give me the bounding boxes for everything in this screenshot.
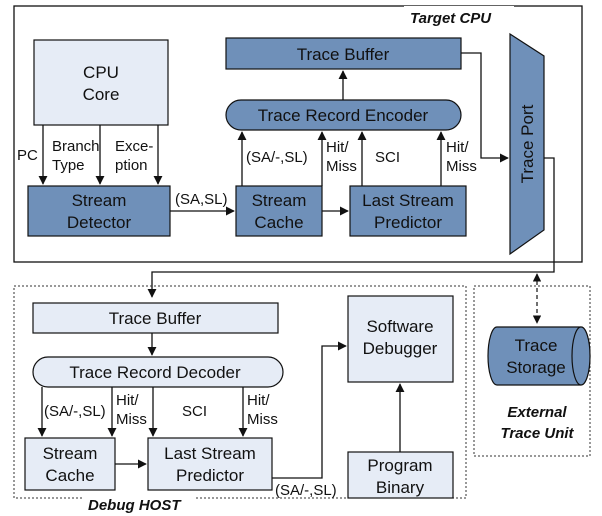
stream-detector-label-2: Detector <box>67 213 132 232</box>
program-binary-label-1: Program <box>367 456 432 475</box>
host-trace-buffer-label: Trace Buffer <box>109 309 202 328</box>
host-last-stream-predictor-label-1: Last Stream <box>164 444 256 463</box>
trace-record-decoder-label: Trace Record Decoder <box>69 363 241 382</box>
signal-sa-sl-enc: (SA/-,SL) <box>246 149 308 166</box>
last-stream-predictor-label-1: Last Stream <box>362 191 454 210</box>
stream-cache-label-1: Stream <box>252 191 307 210</box>
debug-host-title: Debug HOST <box>88 497 182 514</box>
signal-hit-miss-1a: Hit/ <box>326 139 349 156</box>
host-signal-hit-miss-1b: Miss <box>116 411 147 428</box>
debug-host-frame <box>13 285 467 499</box>
trace-storage-label-1: Trace <box>515 336 558 355</box>
host-signal-sci: SCI <box>182 403 207 420</box>
host-signal-hit-miss-1a: Hit/ <box>116 392 139 409</box>
host-signal-sa-sl-out: (SA/-,SL) <box>275 482 337 499</box>
signal-hit-miss-1b: Miss <box>326 158 357 175</box>
trace-storage-label-2: Storage <box>506 358 566 377</box>
program-binary-label-2: Binary <box>376 478 425 497</box>
trace-port-block <box>509 32 545 256</box>
host-trace-buffer-block <box>32 302 279 334</box>
signal-hit-miss-2b: Miss <box>446 158 477 175</box>
stream-cache-label-2: Cache <box>254 213 303 232</box>
last-stream-predictor-block <box>349 185 467 237</box>
host-signal-hit-miss-2a: Hit/ <box>247 392 270 409</box>
host-stream-cache-label-1: Stream <box>43 444 98 463</box>
target-cpu-title: Target CPU <box>410 10 492 27</box>
host-stream-cache-block <box>24 437 116 491</box>
program-binary-block <box>347 451 454 499</box>
target-cpu-frame <box>13 5 583 263</box>
signal-sci: SCI <box>375 149 400 166</box>
external-trace-unit-title-2: Trace Unit <box>500 425 574 442</box>
external-trace-unit-frame <box>473 285 591 457</box>
software-debugger-label-1: Software <box>366 317 433 336</box>
trace-buffer-label: Trace Buffer <box>297 45 390 64</box>
host-last-stream-predictor-label-2: Predictor <box>176 466 244 485</box>
signal-sa-sl: (SA,SL) <box>175 191 228 208</box>
stream-detector-block <box>27 185 171 237</box>
trace-storage-block <box>487 326 591 386</box>
host-signal-hit-miss-2b: Miss <box>247 411 278 428</box>
last-stream-predictor-label-2: Predictor <box>374 213 442 232</box>
stream-detector-label-1: Stream <box>72 191 127 210</box>
signal-pc: PC <box>17 147 38 164</box>
trace-buffer-block <box>225 37 462 70</box>
signal-branch-type-2: Type <box>52 157 85 174</box>
cpu-core-label-2: Core <box>83 85 120 104</box>
external-trace-unit-title-1: External <box>507 404 567 421</box>
trace-record-encoder-label: Trace Record Encoder <box>258 106 429 125</box>
host-signal-sa-sl: (SA/-,SL) <box>44 403 106 420</box>
signal-branch-type-1: Branch <box>52 138 100 155</box>
cpu-core-block <box>33 39 169 126</box>
signal-exception-1: Exce- <box>115 138 153 155</box>
host-last-stream-predictor-block <box>147 437 273 491</box>
software-debugger-label-2: Debugger <box>363 339 438 358</box>
host-stream-cache-label-2: Cache <box>45 466 94 485</box>
signal-hit-miss-2a: Hit/ <box>446 139 469 156</box>
cpu-core-label-1: CPU <box>83 63 119 82</box>
software-debugger-block <box>347 295 454 383</box>
trace-port-label: Trace Port <box>518 104 537 183</box>
trace-record-decoder-block <box>32 356 284 388</box>
signal-exception-2: ption <box>115 157 148 174</box>
